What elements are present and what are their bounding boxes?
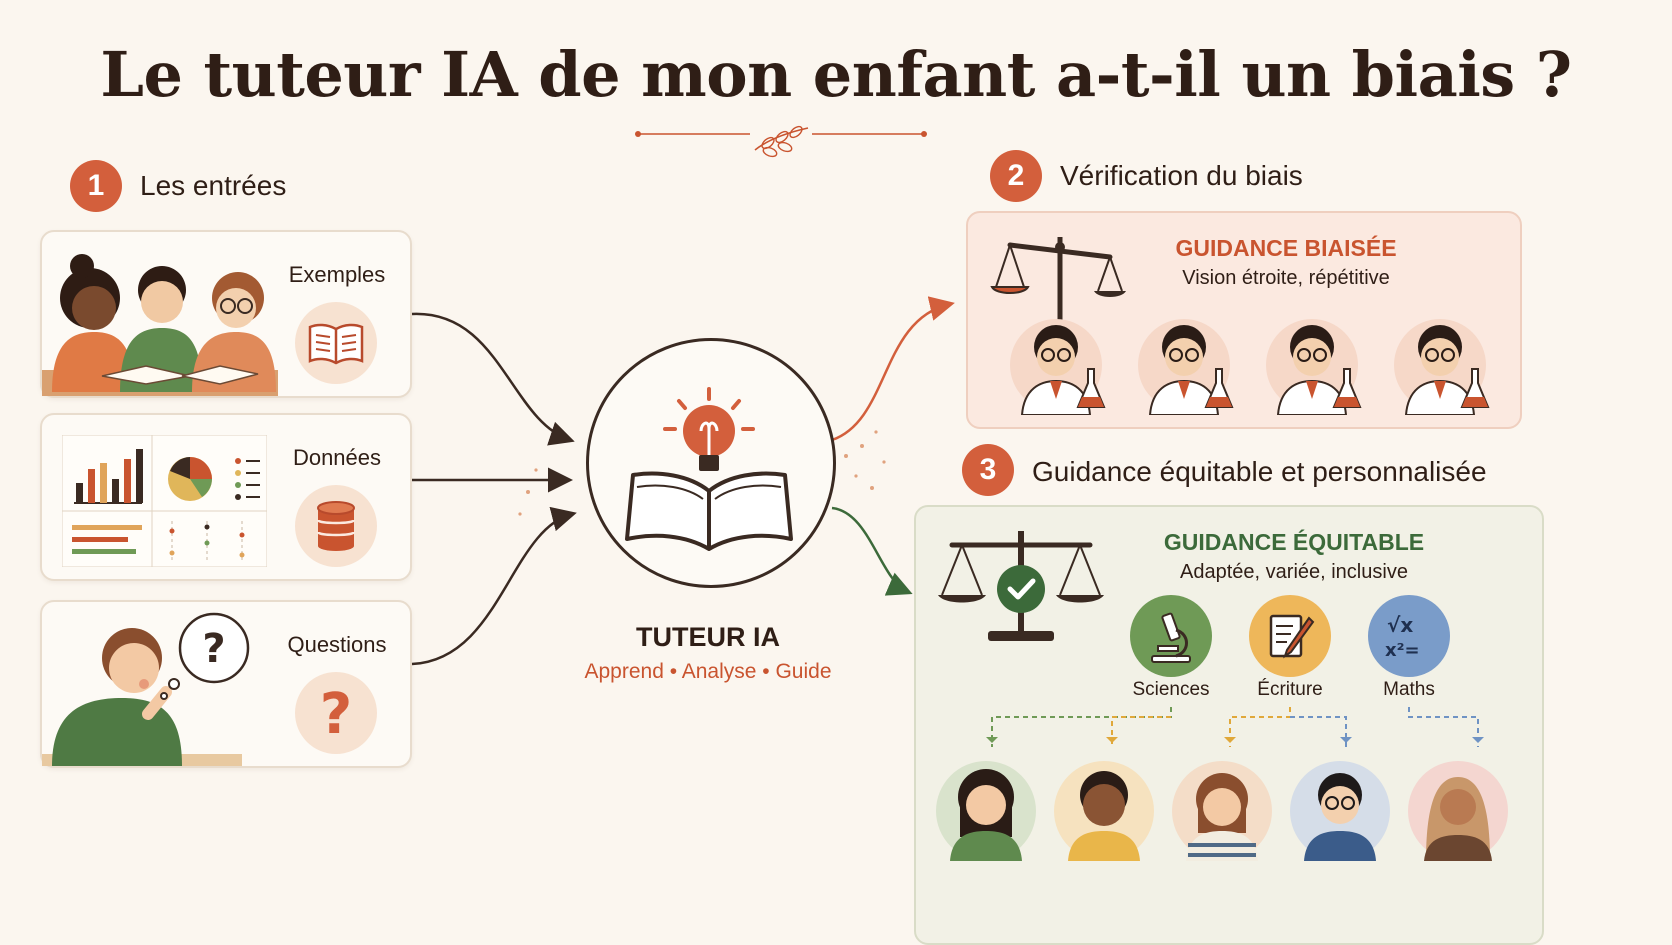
- svg-text:x²=: x²=: [1385, 640, 1420, 661]
- title-ornament: [635, 125, 927, 158]
- svg-text:?: ?: [320, 685, 352, 741]
- subject-writing-disk: [1249, 595, 1331, 677]
- equitable-guidance-description: Adaptée, variée, inclusive: [1180, 561, 1408, 583]
- writing-icon: [1269, 614, 1315, 659]
- biased-guidance-panel: GUIDANCE BIAISÉE Vision étroite, répétit…: [966, 211, 1522, 429]
- scientist-figure: [1266, 319, 1362, 416]
- database-icon-disk: [295, 485, 377, 567]
- section-3-title: Guidance équitable et personnalisée: [1032, 456, 1487, 487]
- balanced-scale-icon: [938, 531, 1104, 641]
- subject-label-sciences: Sciences: [1132, 679, 1210, 700]
- subject-label-writing: Écriture: [1257, 679, 1323, 700]
- input-card-questions: ? Questions ?: [40, 600, 412, 768]
- unbalanced-scale-icon: [990, 237, 1126, 325]
- section-3-badge: 3: [962, 444, 1014, 496]
- child-avatar-4: [1290, 761, 1390, 861]
- identical-scientists-row: [1004, 309, 1504, 416]
- tutor-circle: [586, 338, 836, 588]
- database-icon: [316, 501, 356, 551]
- students-illustration: [42, 254, 278, 396]
- section-2-title: Vérification du biais: [1060, 160, 1303, 191]
- question-mark-icon: ?: [320, 685, 352, 741]
- input-card-data: Données: [40, 413, 412, 581]
- question-mark-thought: ?: [202, 626, 225, 672]
- section-1-badge: 1: [70, 160, 122, 212]
- arrow-tutor-to-equitable: [831, 506, 913, 596]
- section-2-badge: 2: [990, 150, 1042, 202]
- data-charts-illustration: [62, 435, 267, 567]
- check-icon: [1007, 578, 1036, 600]
- question-mark-icon-disk: ?: [295, 672, 377, 754]
- microscope-icon: [1151, 612, 1191, 663]
- subject-sciences-disk: [1130, 595, 1212, 677]
- input-card-examples: Exemples: [40, 230, 412, 398]
- book-icon-disk: [295, 302, 377, 384]
- biased-guidance-description: Vision étroite, répétitive: [1182, 267, 1390, 289]
- equitable-guidance-panel: GUIDANCE ÉQUITABLE Adaptée, variée, incl…: [914, 505, 1544, 945]
- scientist-figure: [1010, 319, 1106, 416]
- input-label-examples: Exemples: [288, 262, 386, 287]
- math-icon: √x x²=: [1385, 613, 1420, 661]
- child-avatar-5: [1408, 761, 1508, 861]
- book-icon: [308, 323, 364, 365]
- lightbulb-book-icon: [625, 387, 793, 551]
- distribution-lines: [986, 707, 1484, 747]
- input-label-questions: Questions: [287, 632, 387, 657]
- equitable-guidance-heading: GUIDANCE ÉQUITABLE: [1163, 529, 1425, 555]
- input-label-data: Données: [292, 445, 382, 470]
- subject-maths-disk: √x x²=: [1368, 595, 1450, 677]
- diverse-children-row: [936, 761, 1508, 861]
- biased-guidance-heading: GUIDANCE BIAISÉE: [1175, 235, 1397, 261]
- page-title: Le tuteur IA de mon enfant a-t-il un bia…: [100, 38, 1572, 111]
- scientist-row-svg: [1010, 319, 1490, 416]
- arrow-examples-to-tutor: [411, 312, 575, 446]
- arrow-tutor-to-biased: [831, 296, 955, 442]
- thinking-child-illustration: ?: [42, 612, 250, 766]
- tutor-title: TUTEUR IA: [636, 622, 780, 652]
- tutor-subtitle: Apprend • Analyse • Guide: [584, 660, 832, 683]
- arrow-questions-to-tutor: [411, 506, 577, 666]
- child-avatar-2: [1054, 761, 1154, 861]
- svg-text:√x: √x: [1387, 613, 1413, 637]
- scientist-figure: [1394, 319, 1490, 416]
- section-1-title: Les entrées: [140, 170, 287, 201]
- subject-label-maths: Maths: [1383, 679, 1435, 700]
- child-avatar-3: [1172, 761, 1272, 861]
- child-avatar-1: [936, 761, 1036, 861]
- scientist-figure: [1138, 319, 1234, 416]
